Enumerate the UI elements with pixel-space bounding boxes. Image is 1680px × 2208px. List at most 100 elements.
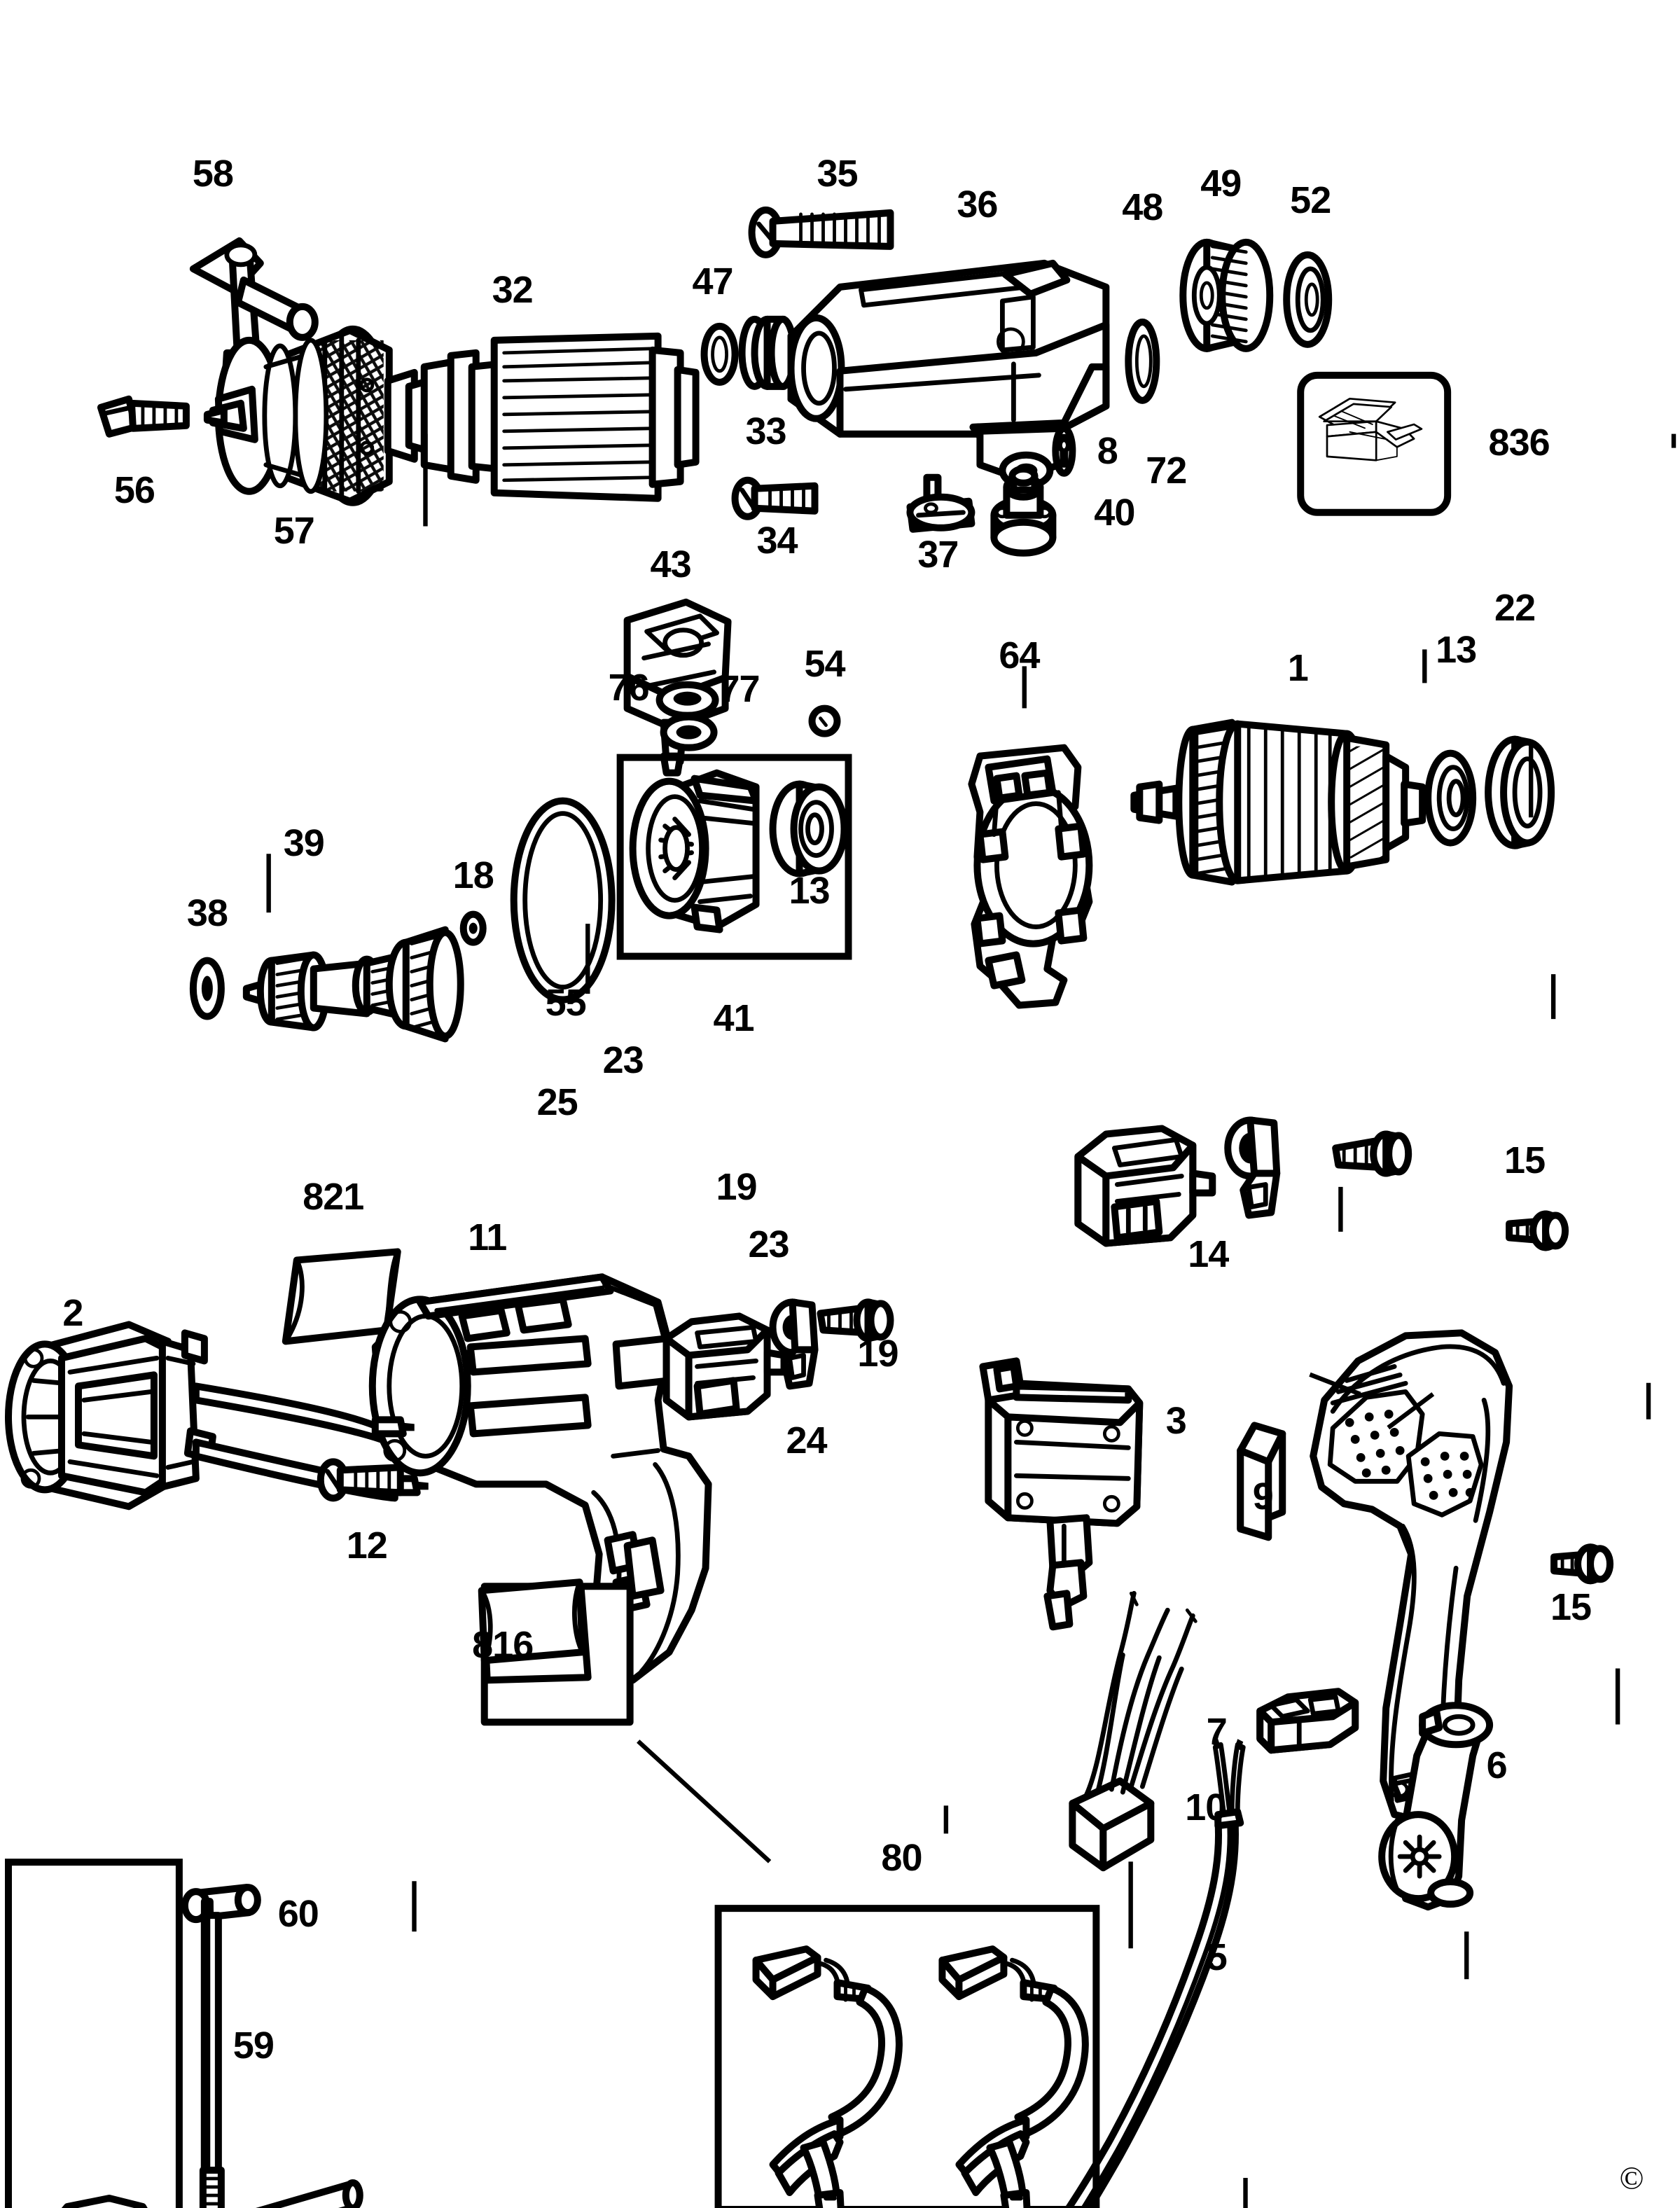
callout-label-60: 60	[277, 1893, 319, 1936]
callout-label-24: 24	[786, 1419, 827, 1462]
callout-label-37: 37	[917, 533, 959, 576]
leader-line-76	[1309, 1372, 1361, 1396]
part-56-chuck-screw	[97, 395, 190, 438]
callout-label-821: 821	[303, 1176, 364, 1218]
part-52-bearing-ring	[1283, 251, 1333, 348]
part-77-washer	[660, 713, 718, 751]
callout-label-72: 72	[1146, 449, 1187, 492]
callout-label-19: 19	[857, 1333, 898, 1375]
part-22-bearing-retainer	[1485, 735, 1555, 849]
part-3-switch	[979, 1357, 1144, 1631]
part-11-motor-housing	[368, 1273, 712, 1684]
callout-label-64: 64	[999, 634, 1040, 676]
leader-line-77	[1387, 1392, 1435, 1430]
callout-label-18: 18	[452, 854, 494, 896]
callout-label-41: 41	[713, 997, 755, 1039]
callout-label-52: 52	[1290, 179, 1331, 221]
callout-label-9: 9	[1252, 1476, 1274, 1518]
part-76-seal	[655, 681, 719, 719]
part-47-o-ring	[700, 322, 739, 386]
callout-label-34: 34	[756, 519, 798, 562]
part-48-washer	[1125, 318, 1160, 404]
callout-label-13: 13	[789, 869, 830, 912]
callout-label-47: 47	[692, 260, 734, 303]
callout-label-11: 11	[468, 1216, 507, 1259]
part-19-screw-upper	[1332, 1130, 1412, 1177]
callout-label-15: 15	[1550, 1586, 1592, 1629]
callout-label-77: 77	[718, 667, 761, 710]
callout-label-80: 80	[881, 1837, 922, 1880]
callout-label-36: 36	[957, 183, 998, 225]
callout-label-23: 23	[602, 1039, 644, 1081]
callout-label-7: 7	[1206, 1711, 1228, 1754]
callout-label-55: 55	[545, 981, 587, 1024]
part-7-cord-clamp	[1256, 1688, 1359, 1754]
part-60-depth-rod	[256, 2179, 363, 2208]
part-40-clutch-collar	[990, 465, 1057, 557]
kit-box-59	[4, 1859, 261, 2208]
callout-label-32: 32	[492, 268, 534, 311]
callout-label-8: 8	[1097, 429, 1118, 472]
part-2-field-stator	[4, 1321, 429, 1511]
kit-box-41	[616, 754, 852, 960]
part-12-screw-long	[317, 1458, 404, 1502]
part-57-drill-chuck	[203, 325, 393, 506]
callout-label-14: 14	[1188, 1233, 1229, 1276]
callout-label-23: 23	[748, 1223, 789, 1266]
callout-label-1: 1	[1287, 646, 1309, 689]
part-49-gear	[1179, 238, 1274, 352]
callout-label-19: 19	[716, 1166, 758, 1209]
callout-label-48: 48	[1122, 186, 1163, 228]
callout-label-33: 33	[745, 410, 786, 452]
copyright-icon: ©	[1619, 2160, 1644, 2196]
part-15-screw-upper	[1506, 1210, 1569, 1251]
callout-label-22: 22	[1494, 586, 1536, 629]
part-13-ball-bearing-right	[1424, 749, 1477, 847]
callout-label-39: 39	[283, 821, 325, 864]
part-64-brush-holder-plate	[968, 744, 1093, 1009]
part-55-o-ring-large	[510, 797, 616, 1004]
part-19-screw-lower	[817, 1298, 894, 1342]
leader-line-39	[637, 1740, 772, 1863]
callout-label-35: 35	[817, 152, 858, 195]
kit-box-836	[1297, 371, 1452, 516]
callout-label-38: 38	[186, 891, 228, 934]
part-38-shim-washer	[189, 957, 225, 1020]
part-6-cord-protector	[1378, 1702, 1494, 1911]
part-9-carbon-brush	[1237, 1422, 1286, 1541]
callout-label-10: 10	[1185, 1786, 1226, 1829]
callout-label-3: 3	[1165, 1400, 1187, 1443]
callout-leader-lines	[266, 433, 1676, 2208]
part-35-long-screw	[748, 206, 894, 258]
callout-label-6: 6	[1486, 1744, 1508, 1787]
part-23-brush-spring-upper	[1224, 1116, 1281, 1219]
callout-label-40: 40	[1094, 491, 1135, 534]
callout-label-43: 43	[650, 543, 692, 585]
callout-label-56: 56	[113, 468, 155, 511]
callout-label-13: 13	[1436, 628, 1477, 671]
callout-label-76: 76	[608, 666, 650, 709]
part-32-spindle	[384, 332, 700, 502]
part-34-screw	[731, 476, 819, 520]
callout-label-49: 49	[1200, 162, 1242, 204]
callout-label-57: 57	[273, 509, 315, 552]
part-5-power-cord	[1064, 1739, 1246, 2208]
part-10-capacitor	[1069, 1590, 1197, 1872]
callout-label-836: 836	[1488, 421, 1550, 464]
part-24-brush-holder-right	[662, 1312, 788, 1421]
part-23-brush-spring-lower	[769, 1298, 819, 1390]
part-18-retaining-ring	[459, 910, 487, 946]
part-33-washers	[738, 315, 798, 390]
part-15-screw-lower	[1550, 1543, 1614, 1585]
callout-label-15: 15	[1504, 1139, 1546, 1182]
part-25-brush-holder	[1074, 1125, 1216, 1247]
part-39-pinion-shaft	[242, 926, 464, 1043]
part-54-ball	[808, 704, 841, 737]
callout-label-2: 2	[62, 1292, 83, 1335]
callout-label-59: 59	[232, 2025, 275, 2067]
callout-label-25: 25	[536, 1081, 578, 1123]
callout-label-5: 5	[1206, 1936, 1228, 1979]
callout-label-12: 12	[346, 1525, 388, 1567]
